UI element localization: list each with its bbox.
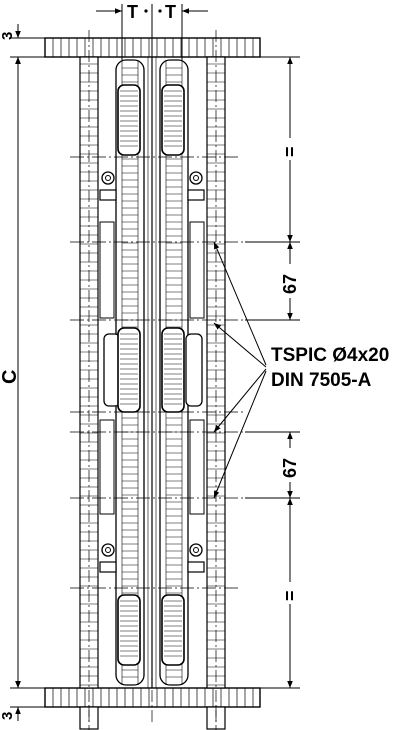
bottom-plate <box>44 687 261 708</box>
upper-equal-label: = <box>280 146 300 157</box>
roller-assemblies <box>79 84 226 730</box>
lower-pitch-label: 67 <box>280 458 300 478</box>
spacing-right-label: T <box>165 2 176 22</box>
top-thickness-label: 3 <box>0 32 16 40</box>
upper-pitch-label: 67 <box>280 274 300 294</box>
inner-bars <box>99 221 205 515</box>
top-dimensions <box>96 4 208 60</box>
overall-height-label: C <box>0 370 21 384</box>
screw-spec-line1: TSPIC Ø4x20 <box>271 345 389 366</box>
center-lines <box>88 30 217 730</box>
lower-equal-label: = <box>280 590 300 601</box>
middle-blocks <box>103 333 203 407</box>
spacing-dot-right <box>158 9 162 13</box>
callout-leaders <box>213 241 267 499</box>
bottom-thickness-label: 3 <box>0 712 16 720</box>
screw-spec-line2: DIN 7505-A <box>271 370 372 391</box>
spacing-left-label: T <box>127 2 138 22</box>
left-dimensions <box>10 24 45 721</box>
spacing-dot-left <box>144 9 148 13</box>
